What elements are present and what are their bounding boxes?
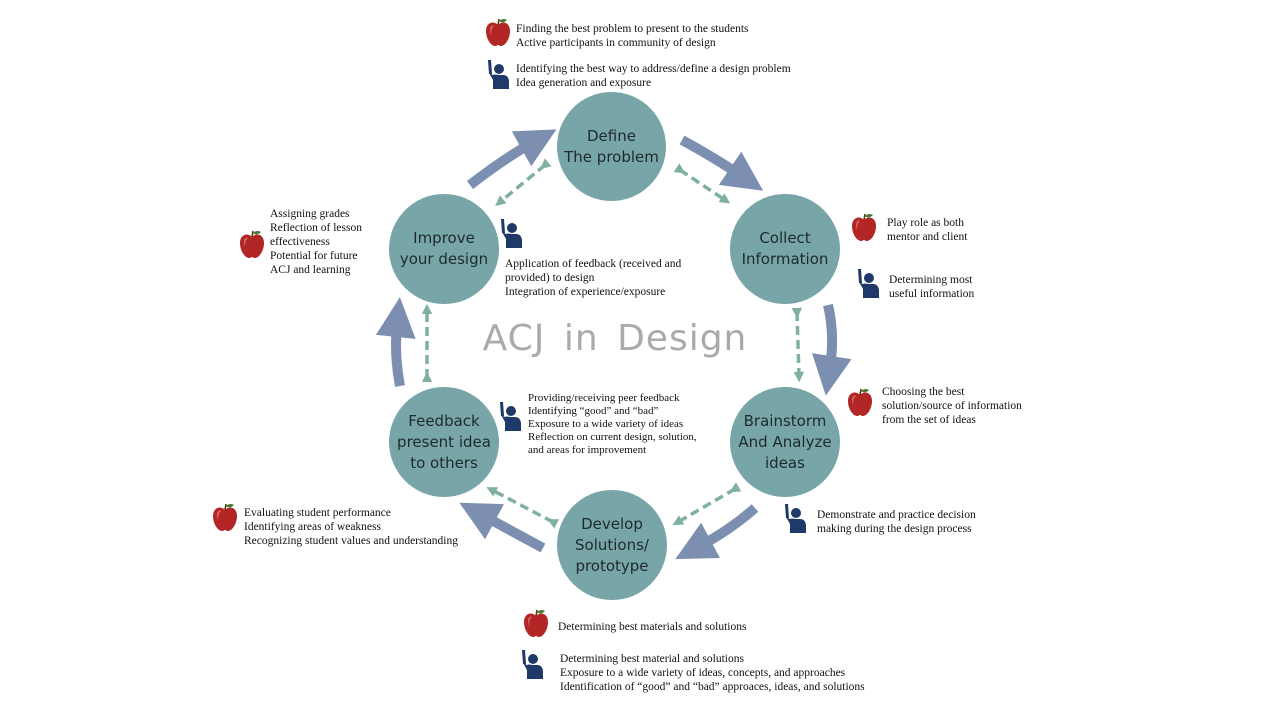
note-improve-teacher: Assigning grades Reflection of lesson ef… (270, 208, 362, 276)
outer-arrow-define-to-collect (679, 135, 764, 191)
node-brainstorm-label: Brainstorm And Analyze ideas (738, 411, 832, 472)
note-brainstorm-student: Demonstrate and practice decision making… (817, 509, 976, 535)
node-improve: Improve your design (389, 194, 499, 304)
outer-arrow-develop-to-feedback (459, 502, 546, 553)
note-develop-teacher: Determining best materials and solutions (558, 621, 747, 633)
inner-arrow-develop-feedback (486, 487, 560, 529)
student-hand-icon (522, 650, 543, 679)
node-collect: Collect Information (730, 194, 840, 304)
node-feedback-label: Feedback present idea to others (397, 411, 491, 472)
node-develop-label: Develop Solutions/ prototype (575, 514, 649, 575)
outer-arrow-collect-to-brainstorm (812, 303, 852, 396)
student-hand-icon (785, 504, 806, 533)
outer-arrow-feedback-to-improve (375, 297, 416, 387)
node-define-label: Define The problem (564, 126, 659, 166)
node-feedback: Feedback present idea to others (389, 387, 499, 497)
inner-arrow-brainstorm-develop (672, 482, 742, 526)
apple-icon (852, 213, 876, 241)
note-improve-student: Application of feedback (received and pr… (505, 258, 682, 298)
note-brainstorm-teacher: Choosing the best solution/source of inf… (882, 386, 1022, 426)
node-develop: Develop Solutions/ prototype (557, 490, 667, 600)
node-define: Define The problem (557, 92, 666, 201)
note-develop-student: Determining best material and solutions … (560, 653, 865, 693)
apple-icon (848, 388, 872, 416)
apple-icon (213, 503, 237, 531)
apple-icon (240, 230, 264, 258)
student-hand-icon (858, 269, 879, 298)
note-define-teacher: Finding the best problem to present to t… (516, 23, 749, 49)
outer-arrow-improve-to-define (466, 129, 557, 189)
node-brainstorm: Brainstorm And Analyze ideas (730, 387, 840, 497)
note-define-student: Identifying the best way to address/defi… (516, 63, 791, 89)
apple-icon (524, 609, 548, 637)
inner-arrow-define-collect (673, 163, 731, 204)
note-collect-student: Determining most useful information (889, 274, 975, 300)
note-feedback-student: Providing/receiving peer feedback Identi… (528, 392, 697, 456)
note-feedback-teacher: Evaluating student performance Identifyi… (244, 507, 458, 547)
inner-arrow-collect-brainstorm (791, 307, 805, 383)
note-collect-teacher: Play role as both mentor and client (887, 217, 968, 243)
apple-icon (486, 18, 510, 46)
student-hand-icon (501, 219, 522, 248)
student-hand-icon (500, 402, 521, 431)
node-collect-label: Collect Information (741, 229, 829, 268)
inner-arrow-define-improve (495, 158, 552, 207)
student-hand-icon (488, 60, 509, 89)
node-improve-label: Improve your design (399, 229, 489, 268)
diagram-title: ACJ in Design (482, 318, 748, 359)
outer-arrow-brainstorm-to-develop (675, 504, 759, 560)
